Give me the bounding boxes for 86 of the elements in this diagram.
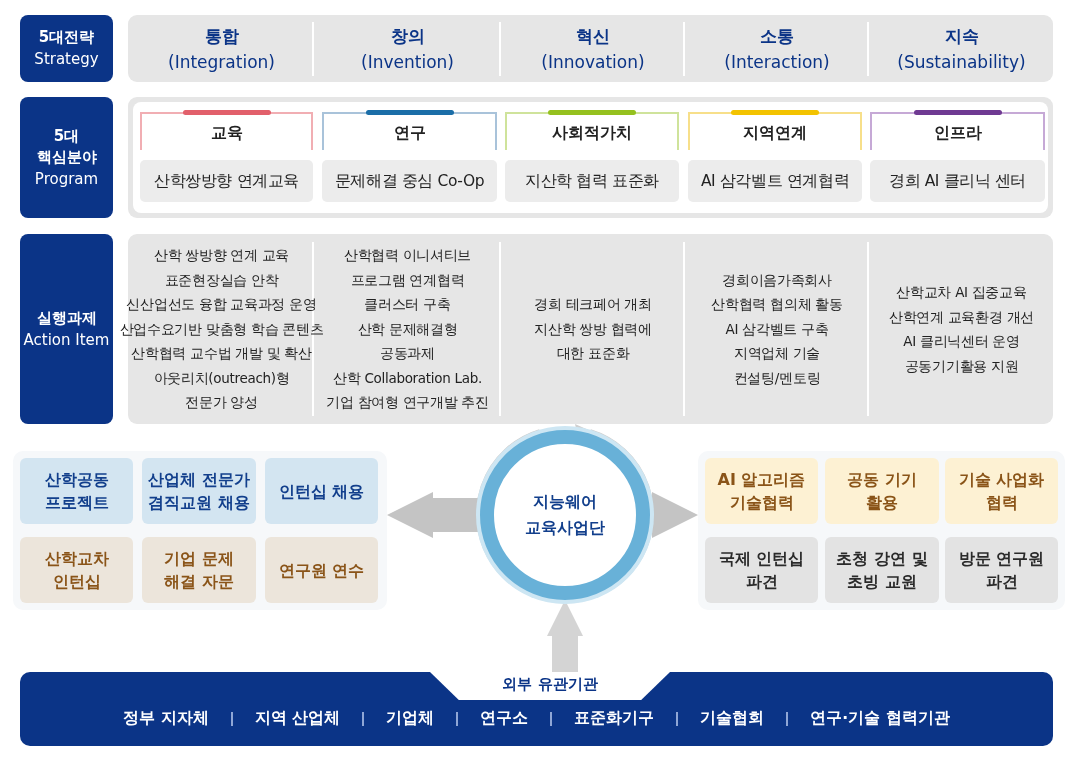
action-item: 전문가 양성	[185, 393, 258, 413]
activity-label: AI 알고리즘 기술협력	[705, 458, 818, 524]
action-item: 아웃리치(outreach)형	[153, 368, 290, 388]
row-label	[20, 97, 113, 218]
program-label: 경희 AI 클리닉 센터	[870, 160, 1045, 202]
row-title: 5대 핵심분야	[35, 125, 98, 168]
activity-label: 산업체 전문가 겸직교원 채용	[142, 458, 256, 524]
row-title: 5대전략	[38, 27, 95, 48]
strategy-subtitle: (Integration)	[168, 50, 275, 74]
row-subtitle: Strategy	[34, 49, 99, 70]
hub-title: 지능웨어 교육사업단	[524, 491, 606, 539]
activity-label: 산학공동 프로젝트	[20, 458, 133, 524]
category-heading: 교육	[140, 112, 313, 150]
organization-label: 연구소	[480, 708, 529, 729]
action-item: 산학교차 AI 집중교육	[896, 283, 1027, 302]
action-item: 지산학 쌍방 협력에	[534, 319, 652, 339]
program-column	[140, 110, 313, 204]
action-item: 산업수요기반 맞춤형 학습 콘텐츠	[119, 319, 324, 339]
action-item: 산학협력 이니셔티브	[343, 246, 472, 266]
action-item: 산학 Collaboration Lab.	[333, 368, 482, 388]
activity-label: 국제 인턴십 파견	[705, 537, 818, 603]
strategy-title: 지속	[944, 24, 979, 48]
program-label: AI 삼각벨트 연계협력	[688, 160, 862, 202]
strategy-title: 소통	[760, 24, 794, 48]
row-label	[20, 15, 113, 82]
action-item: 표준현장실습 안착	[164, 270, 279, 290]
action-item: 대한 표준화	[556, 344, 630, 364]
action-item: 산학연계 교육환경 개선	[889, 307, 1034, 327]
arrow	[650, 492, 698, 538]
strategy-title: 통합	[204, 24, 239, 48]
action-item: 프로그램 연계협력	[350, 270, 465, 290]
action-item: AI 삼각벨트 구축	[725, 319, 829, 339]
action-item: 경희이음가족회사	[722, 270, 832, 290]
program-label: 산학쌍방향 연계교육	[140, 160, 313, 202]
action-item: 신산업선도 융합 교육과정 운영	[126, 295, 317, 315]
program-column	[870, 110, 1045, 204]
strategy-subtitle: (Interaction)	[724, 50, 830, 74]
program-column	[322, 110, 497, 204]
strategy-subtitle: (Invention)	[361, 50, 454, 74]
action-item: 산학 쌍방향 연계 교육	[153, 246, 290, 266]
organization-band	[20, 672, 1053, 746]
organization-label: 표준화기구	[574, 708, 655, 729]
group-panel	[698, 451, 1065, 610]
action-item: 공동과제	[380, 344, 435, 364]
organization-label: 기술협회	[700, 708, 765, 729]
row-label	[20, 234, 113, 424]
strategy-title: 창의	[390, 24, 425, 48]
program-label: 문제해결 중심 Co-Op	[322, 160, 497, 202]
action-item: 경희 테크페어 개최	[534, 295, 652, 315]
action-item: 산학협력 교수법 개발 및 확산	[131, 344, 312, 364]
strategy-subtitle: (Innovation)	[541, 50, 645, 74]
row-title: 실행과제	[36, 307, 97, 329]
activity-label: 기술 사업화 협력	[945, 458, 1058, 524]
activity-label: 연구원 연수	[265, 537, 378, 603]
action-item: 클러스터 구축	[364, 295, 451, 315]
program-column	[505, 110, 679, 204]
action-item: 컨설팅/멘토링	[733, 368, 821, 388]
row-subtitle: Action Item	[23, 329, 110, 351]
program-label: 지산학 협력 표준화	[505, 160, 679, 202]
arrow	[387, 492, 480, 538]
organization-label: 정부 지자체	[123, 708, 209, 729]
organization-label: 지역 산업체	[254, 708, 341, 729]
category-heading: 지역연계	[688, 112, 862, 150]
category-heading: 사회적가치	[505, 112, 679, 150]
activity-label: 산학교차 인턴십	[20, 537, 133, 603]
organization-label: 연구·기술 협력기관	[810, 708, 950, 729]
strategy-subtitle: (Sustainability)	[897, 50, 1026, 74]
row-subtitle: Program	[34, 168, 99, 190]
program-column	[688, 110, 862, 204]
category-heading: 인프라	[870, 112, 1045, 150]
organization-label: 기업체	[386, 708, 435, 729]
action-item: 공동기기활용 지원	[904, 356, 1019, 376]
action-item: 지역업체 기술	[733, 344, 821, 364]
strategy-title: 혁신	[576, 24, 610, 48]
activity-label: 공동 기기 활용	[825, 458, 939, 524]
tab-label: 외부 유관기관	[430, 672, 670, 700]
action-item: AI 클리닉센터 운영	[903, 332, 1020, 351]
category-heading: 연구	[322, 112, 497, 150]
activity-label: 인턴십 채용	[265, 458, 378, 524]
action-item: 산학협력 협의체 활동	[711, 295, 843, 315]
activity-label: 초청 강연 및 초빙 교원	[825, 537, 939, 603]
action-item: 산학 문제해결형	[357, 319, 458, 339]
action-item: 기업 참여형 연구개발 추진	[326, 393, 489, 413]
group-panel	[13, 451, 387, 610]
activity-label: 방문 연구원 파견	[945, 537, 1058, 603]
activity-label: 기업 문제 해결 자문	[142, 537, 256, 603]
